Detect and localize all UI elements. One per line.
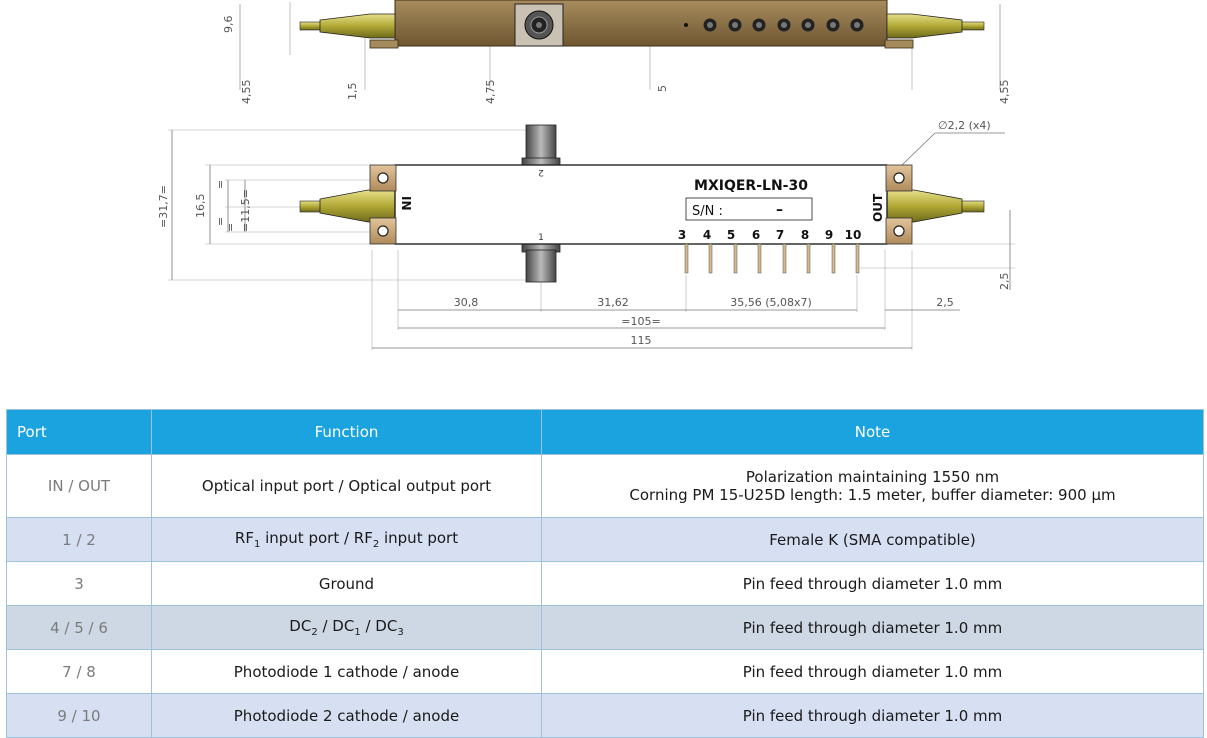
table-row: IN / OUT Optical input port / Optical ou… — [6, 454, 1204, 518]
mount-hole-icon — [377, 225, 389, 237]
pin-label: 3 — [678, 228, 686, 242]
cell-note: Pin feed through diameter 1.0 mm — [541, 605, 1204, 650]
pin-number-labels: 3 4 5 6 7 8 9 10 — [678, 228, 862, 242]
pin-label: 5 — [727, 228, 735, 242]
dim-inner-a: = — [214, 217, 227, 226]
rf-port-bottom-label: 1 — [538, 233, 544, 243]
cell-note: Pin feed through diameter 1.0 mm — [541, 693, 1204, 738]
dim-side-right: 4,55 — [998, 80, 1011, 105]
fn-part: / DC — [317, 617, 355, 635]
cell-function: Optical input port / Optical output port — [151, 454, 542, 518]
fn-sub: 3 — [397, 627, 404, 638]
mount-hole-icon — [893, 225, 905, 237]
dc-pins — [684, 243, 860, 274]
fn-sub: 1 — [354, 627, 361, 638]
fn-part: input port — [379, 529, 459, 547]
pin-label: 8 — [801, 228, 809, 242]
pin-label: 4 — [703, 228, 711, 242]
cell-note: Pin feed through diameter 1.0 mm — [541, 649, 1204, 694]
header-function: Function — [151, 409, 542, 455]
header-port: Port — [6, 409, 152, 455]
table-row: 7 / 8 Photodiode 1 cathode / anode Pin f… — [6, 649, 1204, 694]
pin-label: 9 — [825, 228, 833, 242]
mounting-flange-left — [369, 39, 399, 49]
table-row: 4 / 5 / 6 DC2 / DC1 / DC3 Pin feed throu… — [6, 605, 1204, 650]
cell-note: Pin feed through diameter 1.0 mm — [541, 561, 1204, 606]
sn-box — [685, 197, 813, 221]
dim-side-height: 9,6 — [222, 16, 235, 34]
mount-hole-icon — [377, 172, 389, 184]
dim-body-height: 16,5 — [194, 194, 207, 219]
side-view: 9,6 4,55 1,5 4,75 5 4,55 — [222, 0, 1011, 104]
cell-function: Photodiode 1 cathode / anode — [151, 649, 542, 694]
mechanical-drawing: 9,6 4,55 1,5 4,75 5 4,55 — [157, 0, 1015, 350]
dim-pin-length: 2,5 — [998, 273, 1011, 291]
cell-port: IN / OUT — [6, 454, 152, 518]
dim-inner-c: = — [224, 223, 237, 232]
out-label: OUT — [871, 193, 885, 222]
sma-connector-top — [521, 124, 561, 167]
dim-side-left: 4,55 — [240, 80, 253, 105]
cell-function: Photodiode 2 cathode / anode — [151, 693, 542, 738]
dim-seg2: 31,62 — [597, 296, 629, 309]
dim-total-height: =31,7= — [157, 185, 170, 228]
dim-seg3: 35,56 (5,08x7) — [730, 296, 812, 309]
table-header-row: Port Function Note — [6, 409, 1204, 455]
sn-label: S/N : — [692, 204, 723, 219]
dim-inner-b: =11,5= — [239, 189, 252, 232]
cell-port: 1 / 2 — [6, 517, 152, 562]
fn-part: input port / RF — [260, 529, 373, 547]
dc-pins-side — [684, 18, 864, 32]
cell-port: 9 / 10 — [6, 693, 152, 738]
note-line: Corning PM 15-U25D length: 1.5 meter, bu… — [629, 486, 1116, 504]
pin-label: 10 — [845, 228, 862, 242]
fn-part: / DC — [360, 617, 398, 635]
dim-side-a: 1,5 — [346, 83, 359, 101]
hole-note: ∅2,2 (x4) — [938, 119, 991, 132]
fiber-boot-right-side — [886, 13, 985, 39]
housing-body — [394, 164, 888, 245]
fiber-boot-left — [299, 189, 396, 223]
cell-port: 4 / 5 / 6 — [6, 605, 152, 650]
port-table-wrapper: Port Function Note IN / OUT Optical inpu… — [6, 409, 1204, 738]
header-note: Note — [541, 409, 1204, 455]
mount-hole-icon — [893, 172, 905, 184]
table-row: 3 Ground Pin feed through diameter 1.0 m… — [6, 561, 1204, 606]
sn-value: – — [776, 202, 783, 218]
mounting-flange-right — [884, 39, 914, 49]
dim-inner-eq: = — [214, 180, 227, 189]
fn-part: DC — [289, 617, 312, 635]
cell-note: Female K (SMA compatible) — [541, 517, 1204, 562]
cell-port: 3 — [6, 561, 152, 606]
front-view: MXIQER-LN-30 S/N : – IN OUT 2 1 3 4 5 6 … — [157, 119, 1015, 350]
cell-function: RF1 input port / RF2 input port — [151, 517, 542, 562]
fiber-boot-right — [886, 189, 985, 223]
dim-body-length: =105= — [621, 315, 660, 328]
mounting-pads — [369, 164, 913, 245]
dim-total-length: 115 — [631, 334, 652, 347]
note-line: Polarization maintaining 1550 nm — [745, 468, 1000, 486]
pin-label: 7 — [776, 228, 784, 242]
pin-label: 6 — [752, 228, 760, 242]
in-label: IN — [399, 196, 413, 211]
fn-sub: 2 — [311, 627, 318, 638]
dim-seg4: 2,5 — [936, 296, 954, 309]
rf-port-top-label: 2 — [538, 167, 544, 177]
dim-side-c: 5 — [656, 85, 669, 92]
fn-sub: 2 — [372, 539, 380, 550]
dim-seg1: 30,8 — [454, 296, 479, 309]
dim-side-b: 4,75 — [484, 80, 497, 105]
cell-note: Polarization maintaining 1550 nm Corning… — [541, 454, 1204, 518]
cell-port: 7 / 8 — [6, 649, 152, 694]
table-row: 9 / 10 Photodiode 2 cathode / anode Pin … — [6, 693, 1204, 738]
fn-sub: 1 — [253, 539, 261, 550]
table-row: 1 / 2 RF1 input port / RF2 input port Fe… — [6, 517, 1204, 562]
sma-connector-bottom — [521, 243, 561, 283]
cell-function: Ground — [151, 561, 542, 606]
port-table: Port Function Note IN / OUT Optical inpu… — [6, 409, 1204, 738]
fn-part: RF — [234, 529, 254, 547]
model-label: MXIQER-LN-30 — [694, 178, 808, 194]
cell-function: DC2 / DC1 / DC3 — [151, 605, 542, 650]
fiber-boot-left-side — [299, 13, 396, 39]
